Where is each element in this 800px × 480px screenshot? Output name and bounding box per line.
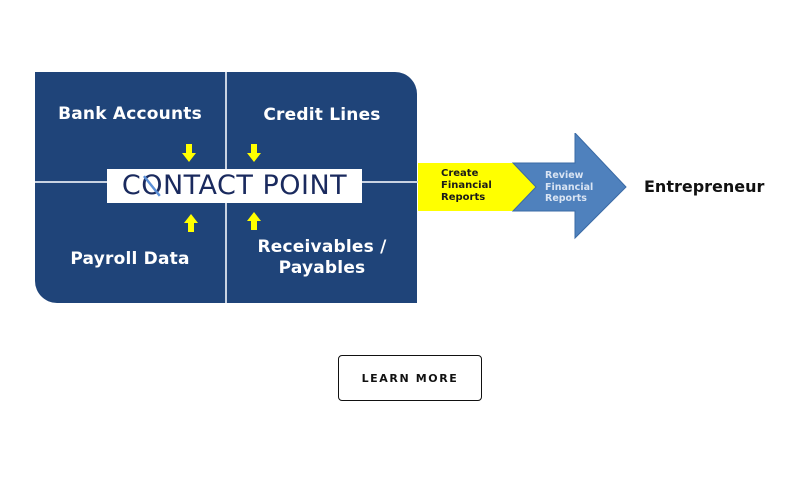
review-financial-reports-label: Review Financial Reports — [545, 170, 593, 205]
entrepreneur-label: Entrepreneur — [644, 177, 765, 196]
quadrant-bank-accounts: Bank Accounts — [58, 104, 202, 124]
learn-more-button[interactable]: LEARN MORE — [338, 355, 482, 401]
contact-point-logo: C O NTACT POINT — [107, 169, 362, 203]
arrow-down-icon — [247, 144, 261, 162]
reports-line: Reports — [441, 192, 486, 203]
review-reports-arrow — [511, 133, 627, 240]
arrow-up-icon — [247, 212, 261, 230]
financial-line: Financial — [441, 180, 492, 191]
create-financial-reports-label: Create Financial Reports — [441, 168, 492, 204]
logo-text-suffix: NTACT POINT — [162, 170, 348, 201]
receivables-line: Receivables / — [257, 237, 387, 257]
compass-o-icon: O — [141, 169, 163, 203]
payables-line: Payables — [278, 258, 366, 278]
quadrant-receivables-payables: Receivables / Payables — [227, 237, 417, 279]
reports-line: Reports — [545, 193, 587, 204]
compass-needle-icon — [143, 175, 161, 197]
quadrant-payroll-data: Payroll Data — [70, 249, 190, 269]
review-line: Review — [545, 170, 584, 181]
quadrant-credit-lines: Credit Lines — [263, 105, 381, 125]
arrow-up-icon — [184, 214, 198, 232]
arrow-down-icon — [182, 144, 196, 162]
process-flow-arrows — [418, 133, 627, 240]
create-reports-arrow — [418, 163, 536, 211]
create-line: Create — [441, 168, 479, 179]
logo-text-prefix: C — [121, 170, 142, 201]
financial-line: Financial — [545, 181, 594, 193]
